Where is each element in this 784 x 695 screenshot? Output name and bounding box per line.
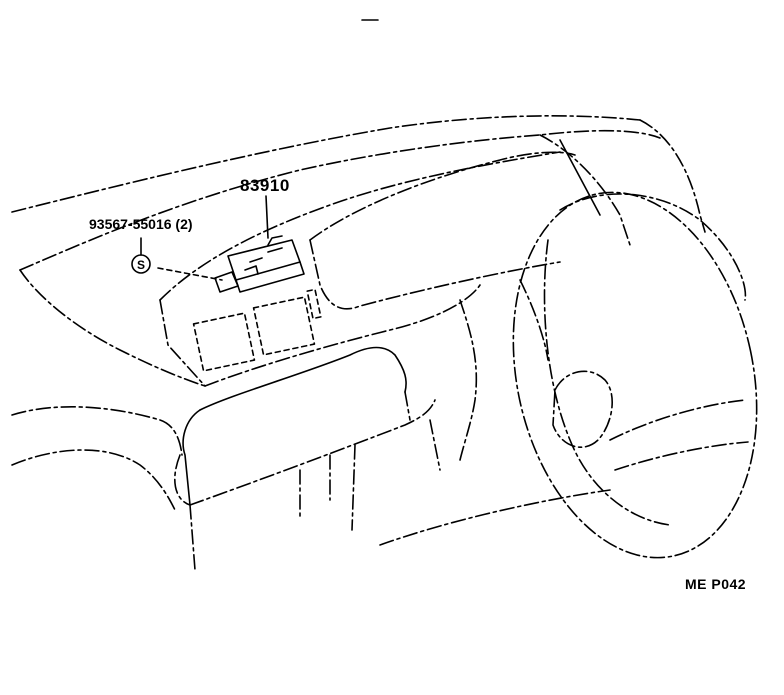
steering-wheel-hub [552,370,613,449]
panel-slot [306,288,322,320]
steering-spoke-right [609,399,746,441]
left-door-line [11,449,176,511]
part-number-83910: 83910 [240,176,290,195]
console-left [459,299,478,461]
dash-left-edge [19,269,206,387]
left-door-corner [174,454,191,506]
diagram-code: ME P042 [685,576,747,592]
leader-main-part [265,195,269,239]
windshield-outline [11,115,641,213]
glovebox-top [199,346,407,411]
screw-part-number: 93567-55016 [89,216,172,232]
steering-wheel-rim-outer [512,191,758,559]
screw-symbol-text: S [137,258,145,272]
console-edge [429,419,441,471]
meter-hood-right [539,134,631,246]
dash-face-left [159,299,206,387]
glovebox-left [182,409,201,506]
meter-hood-inner [559,139,601,216]
glovebox-bottom [189,399,436,506]
switch-part-icon [214,235,305,293]
left-door-top [11,406,183,456]
glovebox-right [404,391,411,421]
a-pillar-line [639,119,706,233]
part-number-screw: 93567-55016 (2) [89,216,193,232]
screw-symbol-icon: S [131,254,151,274]
steering-spoke-top [519,279,549,361]
lower-dash-line [204,284,481,387]
dash-upper-curve [159,151,561,301]
steering-wheel-rim-inner-left [543,239,671,526]
floor-line-3 [351,444,356,531]
meter-hood-top [309,151,576,241]
steering-spoke-right-lower [614,441,749,471]
floor-front-line [379,489,611,546]
leader-screw-to-part [157,267,223,281]
meter-hood-bottom [309,239,561,310]
floor-line-4 [189,504,196,571]
panel-opening-1 [192,312,256,372]
panel-opening-2 [252,296,316,356]
screw-quantity: (2) [175,216,193,232]
dash-top-outline [19,129,661,271]
steering-wheel-rim-inner-top [559,193,747,301]
